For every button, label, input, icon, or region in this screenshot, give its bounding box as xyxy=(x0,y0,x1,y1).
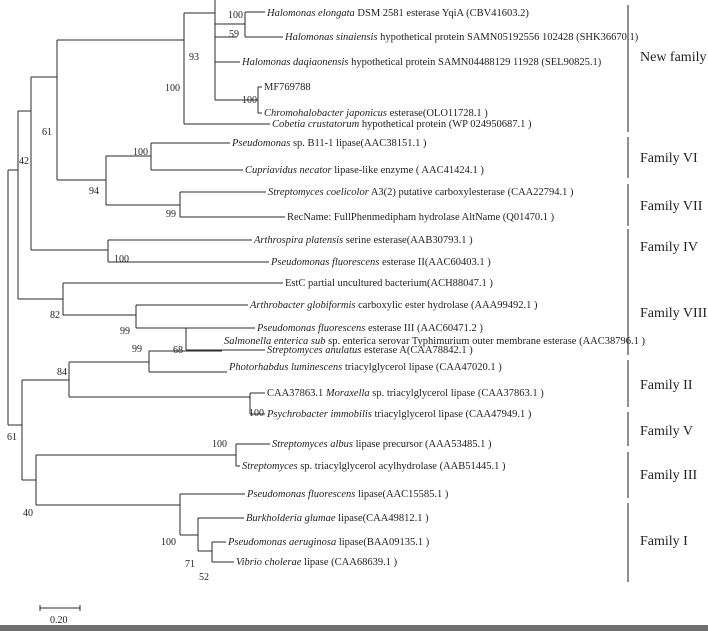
bootstrap-label: 100 xyxy=(212,439,227,450)
bootstrap-values: 100 59 93 100 100 61 100 94 99 42 100 82… xyxy=(7,10,264,583)
taxon-label: Streptomyces anulatus esterase A(CAA7884… xyxy=(267,345,473,356)
family-labels: New family Family VI Family VII Family I… xyxy=(640,50,707,549)
bootstrap-label: 99 xyxy=(120,326,130,337)
bootstrap-label: 100 xyxy=(161,537,176,548)
family-label: Family IV xyxy=(640,240,698,255)
bootstrap-label: 68 xyxy=(173,345,183,356)
taxon-label: MF769788 xyxy=(264,82,311,93)
taxon-label: Cobetia crustatorum hypothetical protein… xyxy=(272,119,532,130)
taxon-label: Halomonas daqiaonensis hypothetical prot… xyxy=(241,57,602,68)
scale-bar: 0.20 xyxy=(39,605,81,626)
bootstrap-label: 59 xyxy=(229,29,239,40)
bootstrap-label: 100 xyxy=(133,147,148,158)
bootstrap-label: 82 xyxy=(50,310,60,321)
taxon-label: Pseudomonas aeruginosa lipase(BAA09135.1… xyxy=(227,537,430,548)
taxon-label: Salmonella enterica sub sp. enterica ser… xyxy=(224,336,646,347)
bootstrap-label: 99 xyxy=(166,209,176,220)
taxon-label: Burkholderia glumae lipase(CAA49812.1 ) xyxy=(246,513,429,524)
taxon-label: EstC partial uncultured bacterium(ACH880… xyxy=(285,278,493,289)
bootstrap-label: 71 xyxy=(185,559,195,570)
scale-bar-label: 0.20 xyxy=(50,615,68,626)
family-label: Family VI xyxy=(640,151,698,166)
family-label: New family xyxy=(640,50,706,65)
taxon-label: Halomonas sinaiensis hypothetical protei… xyxy=(284,32,639,43)
bootstrap-label: 61 xyxy=(7,432,17,443)
taxon-label: Photorhabdus luminescens triacylglycerol… xyxy=(228,362,502,373)
taxa-labels: Halomonas elongata DSM 2581 esterase Yqi… xyxy=(224,8,646,568)
taxon-label: Halomonas elongata DSM 2581 esterase Yqi… xyxy=(266,8,529,19)
bootstrap-label: 100 xyxy=(165,83,180,94)
taxon-label: Cupriavidus necator lipase-like enzyme (… xyxy=(245,165,484,176)
bootstrap-label: 84 xyxy=(57,367,67,378)
taxon-label: RecName: FullPhenmedipham hydrolase AltN… xyxy=(287,212,555,223)
family-label: Family VIII xyxy=(640,306,707,321)
taxon-label: Pseudomonas sp. B11-1 lipase(AAC38151.1 … xyxy=(231,138,427,149)
taxon-label: Arthrobacter globiformis carboxylic este… xyxy=(249,300,538,311)
taxon-label: Arthrospira platensis serine esterase(AA… xyxy=(253,235,473,246)
taxon-label: Pseudomonas fluorescens lipase(AAC15585.… xyxy=(246,489,449,500)
taxon-label: Psychrobacter immobilis triacylglycerol … xyxy=(266,409,532,420)
bootstrap-label: 99 xyxy=(132,344,142,355)
bootstrap-label: 100 xyxy=(114,254,129,265)
bootstrap-label: 40 xyxy=(23,508,33,519)
bootstrap-label: 93 xyxy=(189,52,199,63)
taxon-label: Pseudomonas fluorescens esterase II(AAC6… xyxy=(270,257,491,268)
taxon-label: CAA37863.1 Moraxella sp. triacylglycerol… xyxy=(267,388,544,399)
bootstrap-label: 100 xyxy=(242,95,257,106)
bootstrap-label: 94 xyxy=(89,186,99,197)
taxon-label: Streptomyces albus lipase precursor (AAA… xyxy=(272,439,492,450)
family-label: Family I xyxy=(640,534,688,549)
bootstrap-label: 61 xyxy=(42,127,52,138)
bootstrap-label: 42 xyxy=(19,156,29,167)
bottom-border xyxy=(0,625,708,631)
family-label: Family III xyxy=(640,468,697,483)
taxon-label: Chromohalobacter japonicus esterase(OLO1… xyxy=(264,108,488,119)
taxon-label: Pseudomonas fluorescens esterase III (AA… xyxy=(256,323,483,334)
taxon-label: Vibrio cholerae lipase (CAA68639.1 ) xyxy=(236,557,398,568)
bootstrap-label: 52 xyxy=(199,572,209,583)
family-label: Family V xyxy=(640,424,693,439)
bootstrap-label: 100 xyxy=(228,10,243,21)
taxon-label: Streptomyces sp. triacylglycerol acylhyd… xyxy=(242,461,506,472)
tree-branches xyxy=(7,0,285,563)
family-label: Family II xyxy=(640,378,693,393)
bootstrap-label: 100 xyxy=(249,408,264,419)
taxon-label: Streptomyces coelicolor A3(2) putative c… xyxy=(268,187,574,198)
family-label: Family VII xyxy=(640,199,703,214)
